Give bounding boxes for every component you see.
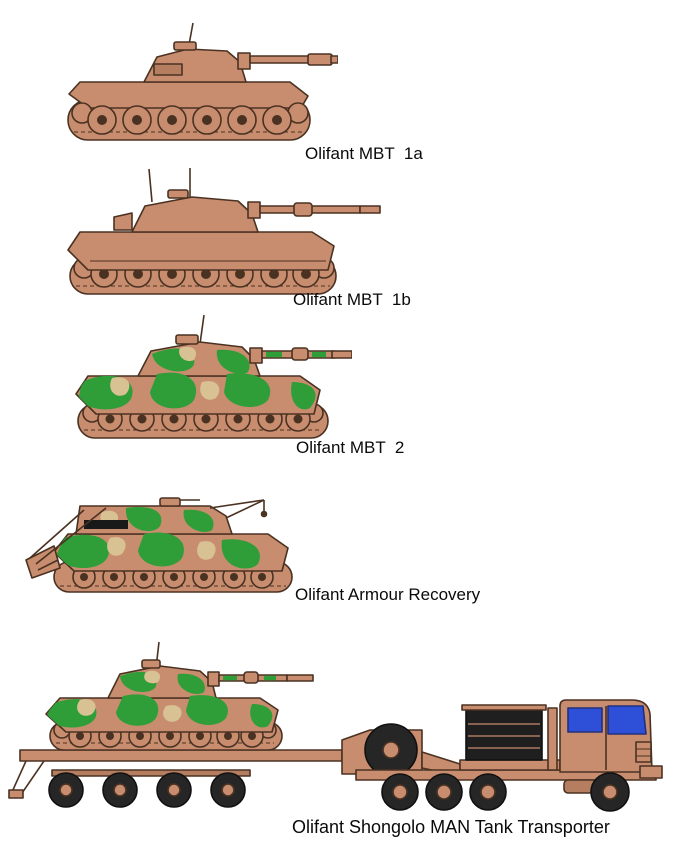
vehicle-olifant-mbt-1a: [38, 20, 338, 165]
trailer-wheels: [48, 772, 246, 808]
front-bumper: [639, 765, 663, 779]
stowed-a-frame: [29, 507, 107, 565]
truck-cab: [559, 699, 663, 794]
hull: [68, 81, 309, 109]
olifant-shongolo-transporter-illustration: [8, 641, 663, 812]
antenna: [148, 168, 153, 203]
vehicle-label-shongolo-transporter: Olifant Shongolo MAN Tank Transporter: [292, 817, 610, 837]
vehicle-label-armour-recovery: Olifant Armour Recovery: [295, 585, 481, 604]
crane-jib: [209, 499, 268, 519]
stowage-bar: [84, 520, 128, 529]
gun-barrel: [207, 671, 314, 687]
vehicle-olifant-shongolo-transporter: [8, 622, 673, 822]
olifant-mbt-1b-illustration: [67, 168, 381, 295]
windshield: [607, 705, 647, 735]
loaded-camouflaged-tank: [45, 641, 314, 751]
exhaust-stack: [547, 707, 558, 771]
side-window: [567, 707, 603, 733]
turret: [143, 41, 247, 83]
spare-wheel: [364, 723, 418, 777]
olifant-armour-recovery-illustration: [25, 497, 293, 593]
camouflage-pattern: [46, 670, 273, 728]
gun-barrel: [237, 52, 338, 70]
road-wheels: [71, 102, 309, 135]
camouflage-pattern: [78, 346, 316, 410]
vehicle-label-mbt-1a: Olifant MBT 1a: [305, 144, 423, 163]
hull-with-skirts: [67, 231, 335, 271]
gun-barrel: [249, 347, 352, 364]
recovery-spade: [25, 545, 61, 579]
cargo-rack: [459, 704, 561, 771]
antenna: [199, 314, 205, 345]
olifant-mbt-1a-illustration: [67, 22, 338, 141]
vehicle-olifant-mbt-2: [52, 312, 352, 454]
vehicle-label-mbt-2: Olifant MBT 2: [296, 438, 405, 457]
vehicle-olifant-armour-recovery: [14, 478, 334, 603]
turret: [113, 189, 259, 233]
olifant-mbt-2-illustration: [75, 314, 352, 439]
gun-barrel: [247, 201, 381, 219]
vehicle-olifant-mbt-1b: [42, 166, 382, 306]
tractor-wheels: [381, 772, 630, 812]
grille: [635, 741, 652, 763]
vehicle-label-mbt-1b: Olifant MBT 1b: [293, 290, 411, 309]
